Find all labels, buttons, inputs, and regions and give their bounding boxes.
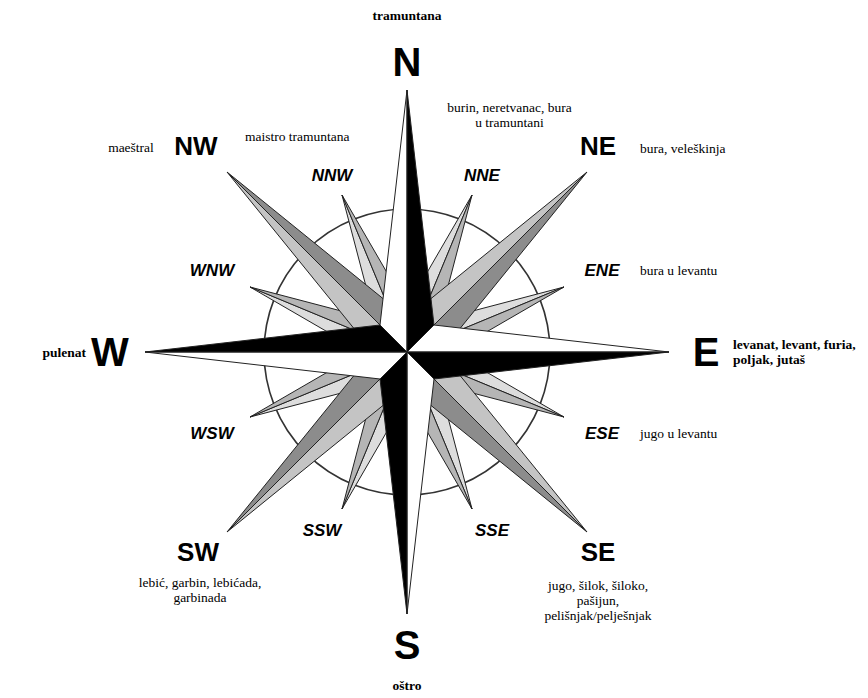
direction-letter: NNE bbox=[464, 166, 500, 185]
wind-name: bura u levantu bbox=[640, 263, 717, 278]
direction-letter: ESE bbox=[585, 424, 619, 443]
wind-name: pulenat bbox=[42, 345, 86, 360]
direction-letter: NNW bbox=[312, 166, 353, 185]
wind-name: jugo u levantu bbox=[640, 426, 717, 441]
direction-letter: SSW bbox=[303, 521, 342, 540]
direction-letter: SE bbox=[581, 538, 616, 566]
wind-name: maistro tramuntana bbox=[245, 129, 350, 144]
direction-letter: WNW bbox=[190, 261, 234, 280]
direction-letter: W bbox=[91, 331, 129, 373]
wind-name: bura, veleškinja bbox=[640, 141, 725, 156]
direction-letter: SW bbox=[177, 538, 219, 566]
direction-letter: N bbox=[393, 41, 422, 83]
direction-letter: ENE bbox=[585, 261, 620, 280]
direction-letter: NE bbox=[580, 132, 616, 160]
wind-name: maeštral bbox=[108, 140, 154, 155]
wind-name: oštro bbox=[393, 678, 422, 693]
cardinal-points bbox=[145, 90, 669, 614]
wind-name: tramuntana bbox=[372, 8, 441, 23]
direction-letter: WSW bbox=[190, 424, 233, 443]
wind-name: burin, neretvanac, bura u tramuntani bbox=[447, 100, 572, 130]
wind-name: jugo, šilok, šiloko, pašijun, pelišnjak/… bbox=[531, 578, 666, 623]
direction-letter: E bbox=[693, 331, 720, 373]
wind-name: levanat, levant, furia, poljak, jutaš bbox=[733, 337, 863, 367]
direction-letter: SSE bbox=[475, 521, 509, 540]
wind-name: lebić, garbin, lebićada, garbinada bbox=[125, 575, 275, 605]
direction-letter: NW bbox=[174, 132, 217, 160]
direction-letter: S bbox=[394, 624, 421, 666]
